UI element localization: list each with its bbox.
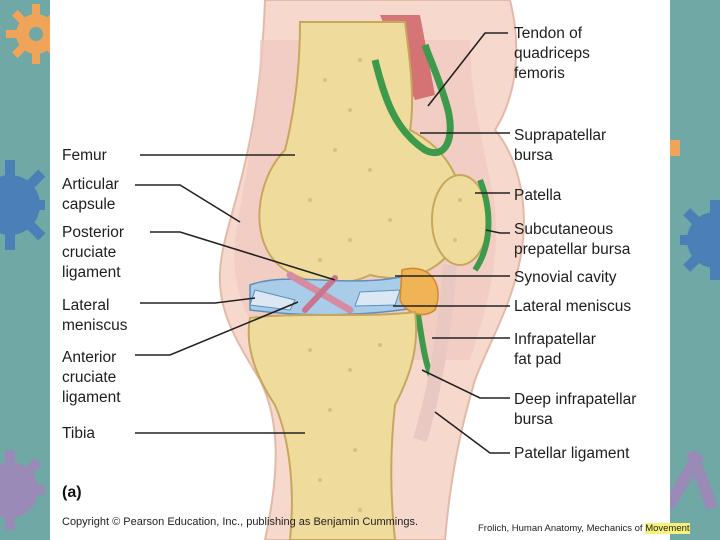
figure-panel-letter: (a) (62, 484, 82, 501)
copyright-notice: Copyright © Pearson Education, Inc., pub… (62, 516, 419, 528)
lateral-meniscus-shape-2 (354, 289, 401, 307)
label-femur: Femur (62, 147, 107, 164)
tibia-bone (247, 310, 418, 540)
patellar-ligament-shape (413, 264, 457, 443)
label-subcutaneous-prepatellar-bursa: Subcutaneous prepatellar bursa (514, 221, 631, 258)
footer-credit-highlight: Movement (645, 523, 690, 534)
label-infrapatellar-fat-pad: Infrapatellar fat pad (514, 331, 596, 368)
orange-gear-icon (6, 4, 66, 64)
label-suprapatellar-bursa: Suprapatellar bursa (514, 127, 607, 164)
femur-bone (258, 21, 464, 285)
label-patella: Patella (514, 187, 562, 204)
purple-gear-icon (0, 450, 45, 530)
knee-joint-illustration (135, 0, 525, 540)
label-anterior-cruciate-ligament: Anterior cruciate ligament (62, 349, 121, 406)
label-synovial-cavity: Synovial cavity (514, 269, 617, 286)
blue-gear-icon (0, 160, 46, 250)
label-deep-infrapatellar-bursa: Deep infrapatellar bursa (514, 391, 637, 428)
label-lateral-meniscus: Lateral meniscus (62, 297, 128, 334)
suprapatellar-bursa-shape (371, 43, 454, 156)
label-posterior-cruciate-ligament: Posterior cruciate ligament (62, 224, 125, 281)
label-tendon-of-quadriceps-femoris: Tendon of quadriceps femoris (514, 25, 590, 82)
prepatellar-bursa-shape (472, 178, 492, 272)
cruciate-ligament-shape-2 (302, 275, 338, 313)
patella-bone (431, 174, 489, 266)
right-purple-gear-icon (670, 449, 718, 511)
footer-credit-text: Frolich, Human Anatomy, Mechanics of (478, 523, 646, 534)
label-lateral-meniscus-right: Lateral meniscus (514, 298, 632, 315)
label-patellar-ligament: Patellar ligament (514, 445, 630, 462)
figure-panel (50, 0, 670, 540)
lateral-meniscus-shape (249, 289, 296, 311)
infrapatellar-fat-pad-shape (399, 267, 439, 316)
right-blue-gear-icon (680, 200, 720, 280)
footer-credit: Frolich, Human Anatomy, Mechanics of Mov… (478, 523, 690, 534)
right-orange-gear-icon (670, 140, 680, 156)
label-articular-capsule: Articular capsule (62, 176, 119, 213)
label-tibia: Tibia (62, 425, 96, 442)
